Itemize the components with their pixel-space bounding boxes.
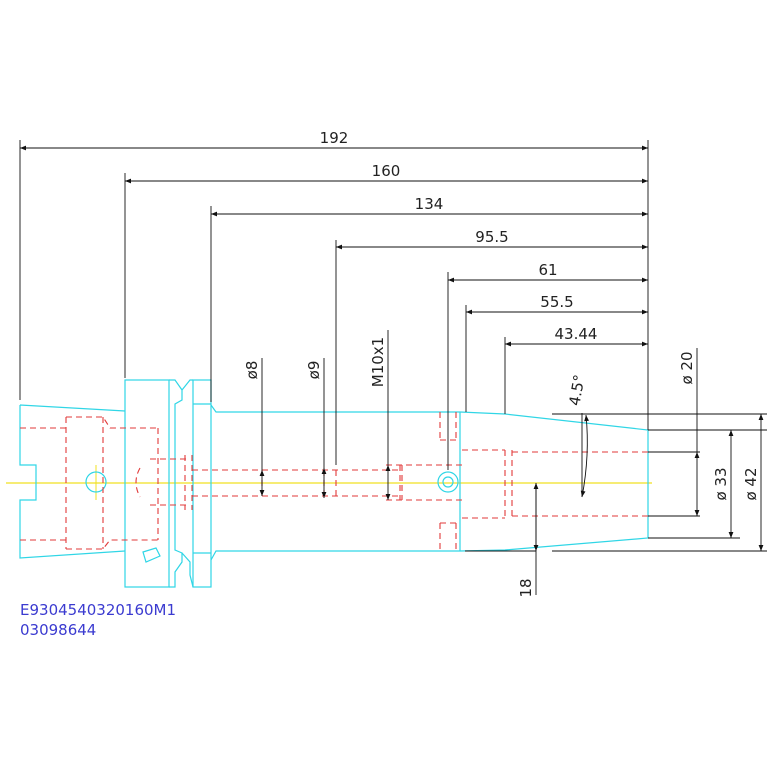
dimension-labels: 192 160 134 95.5 61 55.5 43.44 ø8 ø9 M10…: [243, 129, 760, 598]
label-43-44: 43.44: [555, 325, 598, 343]
center-hole-inner: [442, 476, 454, 488]
dim-arc-angle: [580, 414, 589, 498]
label-55-5: 55.5: [540, 293, 573, 311]
extension-lines: [19, 140, 767, 595]
part-outline: [19, 379, 649, 588]
label-dia-33: ø 33: [712, 467, 730, 500]
label-18: 18: [517, 578, 535, 597]
label-95-5: 95.5: [475, 228, 508, 246]
taper-shank: [19, 404, 126, 559]
label-134: 134: [415, 195, 444, 213]
label-m10x1: M10x1: [369, 337, 387, 387]
dimension-lines: [20, 145, 764, 551]
label-dia-42: ø 42: [742, 467, 760, 500]
label-61: 61: [538, 261, 557, 279]
part-number: E9304540320160M1: [20, 601, 177, 619]
flange: [124, 379, 170, 588]
hidden-lines: [20, 412, 648, 551]
center-hole-outer: [437, 471, 459, 493]
label-dia-8: ø8: [243, 361, 261, 380]
order-number: 03098644: [20, 621, 97, 639]
label-160: 160: [372, 162, 401, 180]
tool-nose: [459, 411, 649, 552]
collar: [192, 379, 212, 588]
v-groove: [169, 379, 183, 588]
label-dia-9: ø9: [305, 361, 323, 380]
cross-hole: [85, 471, 107, 493]
label-192: 192: [320, 129, 349, 147]
label-angle: 4.5°: [565, 373, 588, 407]
label-dia-20: ø 20: [678, 351, 696, 384]
tool-body: [210, 404, 460, 561]
